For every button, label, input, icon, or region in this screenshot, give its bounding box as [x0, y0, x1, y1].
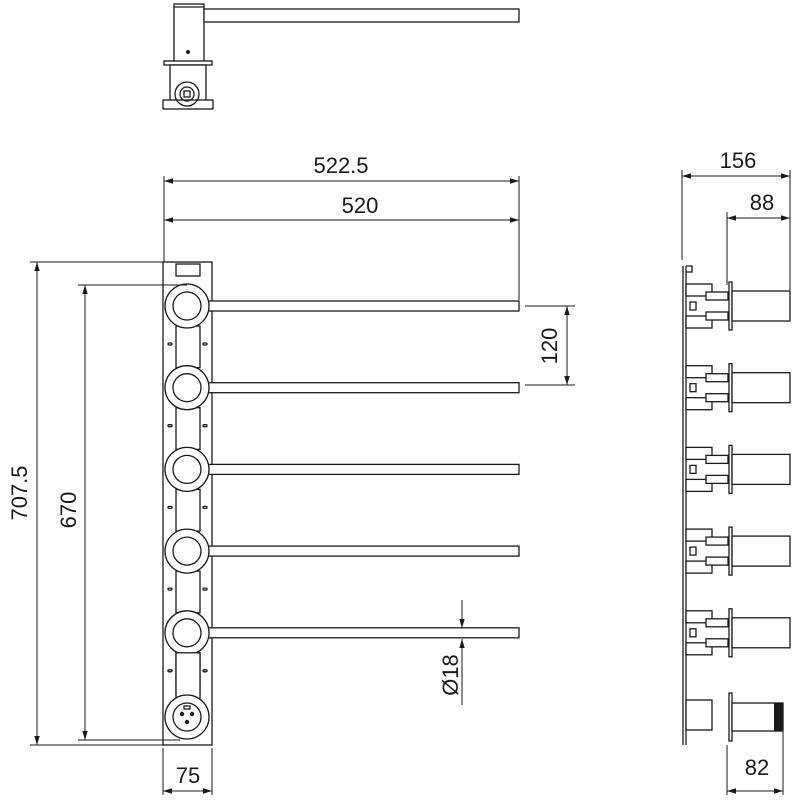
towel-bar	[164, 446, 520, 532]
side-socket	[685, 692, 784, 742]
dim-bar-projection: 88	[750, 190, 774, 215]
side-view	[682, 265, 791, 745]
towel-bar	[164, 365, 520, 451]
dimension-lines	[30, 170, 791, 795]
power-socket	[164, 652, 210, 740]
side-bar-bracket	[685, 363, 791, 413]
side-bar-bracket	[685, 608, 791, 658]
dim-overall-width: 522.5	[313, 153, 368, 178]
dim-bar-diameter: Ø18	[438, 654, 463, 696]
towel-bar	[164, 283, 520, 369]
dim-bar-span-height: 670	[56, 492, 81, 529]
dim-bar-length: 520	[342, 193, 379, 218]
side-bar-bracket	[685, 526, 791, 576]
dim-side-depth: 156	[720, 148, 757, 173]
towel-bar	[164, 528, 520, 614]
dim-bar-spacing: 120	[537, 328, 562, 365]
dimension-labels: 522.5 520 707.5 670 120 Ø18 75 156 88 82	[7, 148, 774, 788]
side-bar-bracket	[685, 444, 791, 495]
dim-socket-projection: 82	[745, 755, 769, 780]
front-view	[162, 261, 520, 746]
dim-overall-height: 707.5	[7, 465, 32, 520]
dim-panel-width: 75	[176, 763, 200, 788]
towel-bar	[164, 610, 520, 696]
side-bar-bracket	[685, 281, 791, 331]
top-view	[162, 3, 520, 110]
